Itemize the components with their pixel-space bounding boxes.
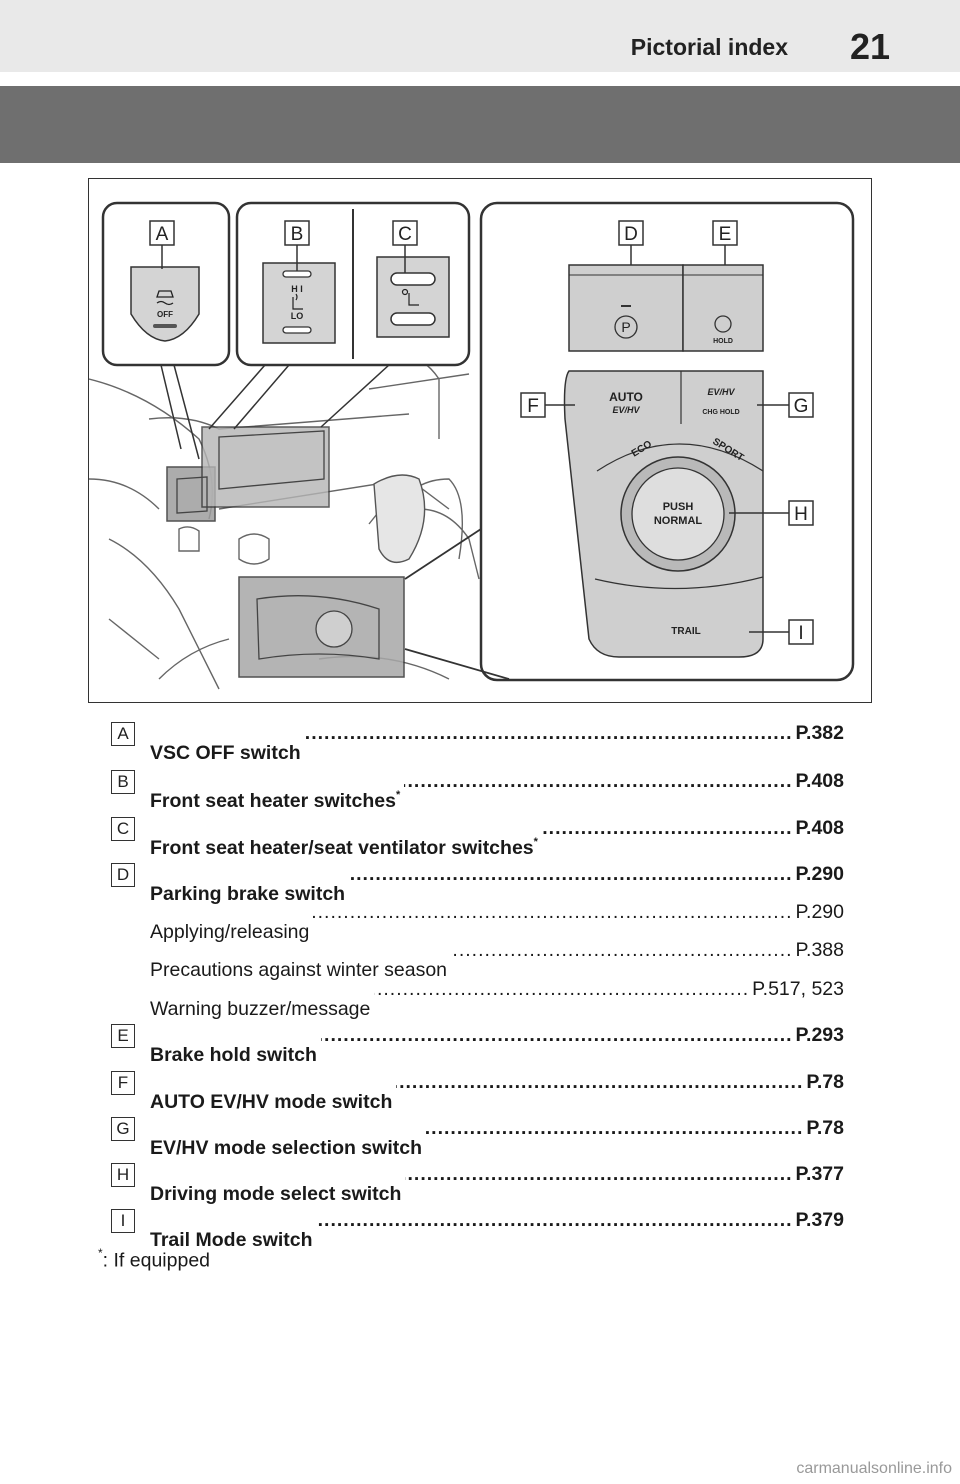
list-item: C Front seat heater/seat ventilator swit… [0, 817, 960, 860]
hold-text: HOLD [713, 338, 733, 345]
callout-I-label: I [798, 623, 803, 644]
page-ref[interactable]: P.78 [806, 1117, 844, 1139]
dot-leader: ........................................… [451, 939, 793, 961]
header-bar [0, 0, 960, 72]
callout-C-label: C [398, 224, 412, 245]
dot-leader: ........................................… [404, 770, 793, 792]
item-marker: I [111, 1209, 135, 1233]
item-label: Front seat heater switches* [150, 788, 401, 813]
callout-A-label: A [156, 224, 169, 245]
dot-leader: ........................................… [316, 1209, 793, 1231]
list-item: G EV/HV mode selection switch [0, 1117, 960, 1159]
dot-leader: ........................................… [304, 722, 793, 744]
seat-heater-icon [292, 293, 303, 310]
item-marker: F [111, 1071, 135, 1095]
parking-brake-icon: P [614, 305, 638, 339]
page-ref[interactable]: P.290 [795, 863, 844, 885]
footnote-mark: * [98, 1246, 103, 1260]
sub-item-label: Precautions against winter season [150, 959, 448, 981]
dot-leader: ........................................… [349, 863, 793, 885]
dot-leader: ........................................… [426, 1117, 804, 1139]
dot-leader: ........................................… [320, 1024, 793, 1046]
sub-item: Warning buzzer/message [0, 978, 960, 1020]
page-ref[interactable]: P.517, 523 [752, 978, 844, 1000]
footnote-text: : If equipped [102, 1249, 211, 1272]
page-ref[interactable]: P.293 [795, 1024, 844, 1046]
seat-heater-lo-text: LO [291, 311, 304, 321]
push-text: PUSH [663, 501, 694, 513]
page-number: 21 [849, 26, 890, 67]
footnote: *: If equipped [98, 1246, 211, 1273]
chg-hold-text: CHG HOLD [702, 409, 739, 416]
item-label: Driving mode select switch [150, 1183, 402, 1205]
item-label: AUTO EV/HV mode switch [150, 1091, 393, 1113]
page-ref[interactable]: P.290 [795, 901, 844, 923]
auto-evhv-text: EV/HV [612, 405, 640, 415]
sub-item: Precautions against winter season [0, 939, 960, 981]
list-item: H Driving mode select switch [0, 1163, 960, 1205]
list-item: E Brake hold switch [0, 1024, 960, 1066]
item-marker: H [111, 1163, 135, 1187]
auto-mode-text: AUTO [609, 390, 643, 404]
list-item: B Front seat heater switches* [0, 770, 960, 813]
watermark: carmanualsonline.info [796, 1460, 952, 1477]
vsc-off-text: OFF [157, 310, 173, 319]
asterisk-mark: * [396, 788, 401, 801]
callout-D-label: D [624, 224, 638, 245]
page-header-title: Pictorial index [630, 34, 788, 60]
item-marker: E [111, 1024, 135, 1048]
callout-F-label: F [527, 396, 539, 417]
evhv-select-text: EV/HV [707, 387, 735, 397]
callout-G-label: G [794, 396, 809, 417]
dot-leader: ........................................… [405, 1163, 793, 1185]
sub-item-label: Applying/releasing [150, 921, 310, 943]
dot-leader: ........................................… [313, 901, 793, 923]
asterisk-mark: * [533, 835, 538, 848]
item-label: VSC OFF switch [150, 742, 301, 764]
list-item: I Trail Mode switch [0, 1209, 960, 1251]
list-item: D Parking brake switch [0, 863, 960, 905]
pictorial-figure: A OFF B C H I LO [88, 178, 872, 703]
page-ref[interactable]: P.379 [795, 1209, 844, 1231]
section-band [0, 86, 960, 163]
dashboard-illustration: A OFF B C H I LO [89, 201, 855, 690]
page-ref[interactable]: P.408 [795, 770, 844, 792]
page-ref[interactable]: P.408 [795, 817, 844, 839]
vsc-car-icon [156, 290, 174, 306]
item-label: Trail Mode switch [150, 1229, 313, 1251]
item-label: Front seat heater/seat ventilator switch… [150, 835, 538, 860]
page-ref[interactable]: P.78 [806, 1071, 844, 1093]
item-label: Brake hold switch [150, 1044, 317, 1066]
item-label: Parking brake switch [150, 883, 346, 905]
item-marker: A [111, 722, 135, 746]
dot-leader: ........................................… [542, 817, 793, 839]
callout-B-label: B [291, 224, 304, 245]
dot-leader: ........................................… [396, 1071, 804, 1093]
svg-text:P: P [621, 319, 630, 335]
callout-H-label: H [794, 504, 808, 525]
normal-text: NORMAL [654, 515, 703, 527]
page-ref[interactable]: P.382 [795, 722, 844, 744]
dot-leader: ........................................… [374, 978, 750, 1000]
sub-item-label: Warning buzzer/message [150, 998, 371, 1020]
item-marker: G [111, 1117, 135, 1141]
brake-hold-icon [714, 315, 732, 333]
seat-heater-hi-text: H I [291, 284, 303, 294]
page-ref[interactable]: P.377 [795, 1163, 844, 1185]
item-marker: B [111, 770, 135, 794]
trail-text: TRAIL [671, 626, 700, 637]
item-marker: D [111, 863, 135, 887]
callout-E-label: E [719, 224, 732, 245]
page-ref[interactable]: P.388 [795, 939, 844, 961]
sub-item: Applying/releasing [0, 901, 960, 943]
list-item: A VSC OFF switch [0, 722, 960, 764]
seat-ventilator-icon [401, 288, 419, 306]
item-label: EV/HV mode selection switch [150, 1137, 422, 1159]
item-marker: C [111, 817, 135, 841]
list-item: F AUTO EV/HV mode switch [0, 1071, 960, 1113]
